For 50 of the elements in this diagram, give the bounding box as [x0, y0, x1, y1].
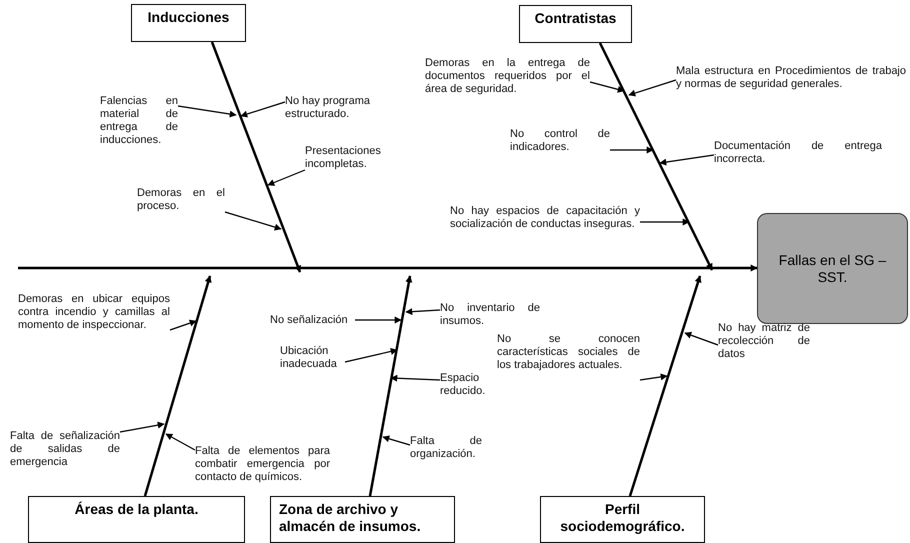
cause-text: Documentación de entrega incorrecta.	[714, 140, 882, 166]
bone-arrow	[144, 275, 212, 496]
bone-arrow	[628, 275, 702, 496]
arrow	[240, 101, 286, 118]
arrow	[640, 373, 668, 381]
category-box: Zona de archivo y almacén de insumos.	[270, 496, 455, 543]
arrow	[405, 308, 440, 316]
cause-text: No hay matriz de recolección de datos	[718, 322, 810, 361]
category-box: Contratistas	[519, 5, 632, 43]
bone-arrow	[598, 42, 714, 271]
effect-box: Fallas en el SG – SST.	[757, 213, 908, 324]
category-box: Inducciones	[131, 4, 246, 42]
arrow	[628, 79, 676, 96]
cause-text: Falta de elementos para combatir emergencia por contacto de químicos.	[195, 445, 330, 484]
cause-text: No hay programa estructurado.	[285, 95, 370, 121]
arrow	[390, 374, 440, 382]
bone-arrow	[368, 275, 412, 496]
cause-text: Ubicación inadecuada	[280, 345, 345, 371]
arrow	[120, 422, 165, 433]
cause-text: No hay espacios de capacitación y socialización de conductas inseguras.	[450, 205, 640, 231]
arrow	[178, 105, 237, 118]
bone-arrow	[210, 42, 302, 273]
arrow	[610, 146, 654, 154]
cause-text: No señalización	[270, 314, 355, 327]
arrow	[170, 320, 197, 331]
arrow	[659, 154, 714, 166]
cause-text: Falta de organización.	[410, 435, 482, 461]
category-box: Áreas de la planta.	[28, 496, 245, 543]
arrow	[382, 435, 410, 446]
cause-text: Falencias en material de entrega de inducciones.	[100, 95, 178, 147]
cause-text: Demoras en el proceso.	[137, 187, 225, 213]
cause-text: No inventario de insumos.	[440, 302, 540, 328]
arrow	[640, 218, 690, 226]
arrow	[165, 433, 196, 451]
arrow	[590, 81, 625, 93]
arrow	[355, 316, 402, 324]
cause-text: No se conocen características sociales de los trabajadores actuales.	[497, 333, 640, 372]
cause-text: Demoras en la entrega de documentos requeridos por el área de seguridad.	[425, 57, 590, 96]
arrow	[224, 211, 282, 231]
cause-text: Presentaciones incompletas.	[305, 145, 400, 171]
cause-text: Demoras en ubicar equipos contra incendio y camillas al momento de inspeccionar.	[18, 293, 170, 332]
cause-text: No control de indicadores.	[510, 128, 610, 154]
arrow	[684, 332, 718, 346]
bone-arrow	[18, 264, 758, 272]
arrow	[267, 169, 306, 186]
arrow	[344, 348, 398, 363]
cause-text: Espacio reducido.	[440, 372, 492, 398]
category-box: Perfil sociodemográfico.	[540, 496, 705, 543]
cause-text: Falta de señalización de salidas de emergencia	[10, 430, 120, 469]
cause-text: Mala estructura en Procedimientos de trabajo y normas de seguridad generales.	[676, 65, 906, 91]
